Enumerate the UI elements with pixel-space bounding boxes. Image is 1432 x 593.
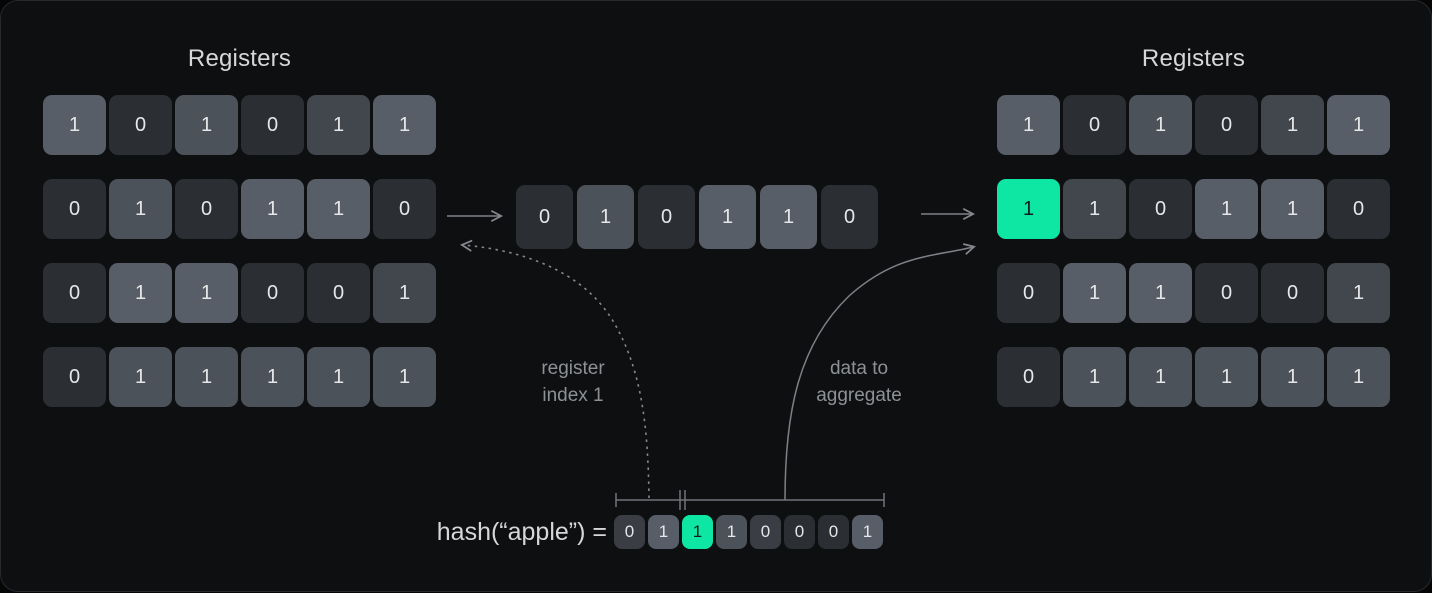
register-cell: 0 bbox=[1261, 263, 1324, 323]
register-cell: 1 bbox=[1129, 95, 1192, 155]
register-cell: 1 bbox=[1063, 179, 1126, 239]
hash-bit-cell: 0 bbox=[614, 515, 645, 549]
hash-bit-cell: 1 bbox=[682, 515, 713, 549]
register-cell: 1 bbox=[1129, 263, 1192, 323]
register-cell: 0 bbox=[175, 179, 238, 239]
register-cell: 0 bbox=[1195, 263, 1258, 323]
register-cell: 1 bbox=[1063, 263, 1126, 323]
register-cell: 0 bbox=[1327, 179, 1390, 239]
register-cell: 1 bbox=[1261, 179, 1324, 239]
hash-bit-cell: 0 bbox=[750, 515, 781, 549]
register-cell: 1 bbox=[109, 347, 172, 407]
register-cell: 1 bbox=[373, 95, 436, 155]
register-cell: 1 bbox=[997, 95, 1060, 155]
register-cell: 1 bbox=[307, 179, 370, 239]
register-cell: 0 bbox=[109, 95, 172, 155]
middle-bit-cell: 1 bbox=[760, 185, 817, 249]
hash-bit-cell: 0 bbox=[818, 515, 849, 549]
register-cell: 0 bbox=[241, 263, 304, 323]
register-index-label: register index 1 bbox=[541, 358, 605, 406]
register-cell: 1 bbox=[373, 347, 436, 407]
register-cell: 1 bbox=[1063, 347, 1126, 407]
hash-bit-cell: 0 bbox=[784, 515, 815, 549]
register-cell: 0 bbox=[1063, 95, 1126, 155]
register-cell: 0 bbox=[43, 179, 106, 239]
register-cell: 1 bbox=[175, 95, 238, 155]
right-registers-title: Registers bbox=[1141, 45, 1246, 72]
register-cell: 1 bbox=[175, 263, 238, 323]
hash-bracket bbox=[615, 490, 885, 510]
register-cell: 1 bbox=[307, 347, 370, 407]
register-cell: 1 bbox=[1195, 179, 1258, 239]
register-cell: 1 bbox=[175, 347, 238, 407]
register-cell: 1 bbox=[43, 95, 106, 155]
register-cell: 1 bbox=[1129, 347, 1192, 407]
register-cell: 1 bbox=[1261, 347, 1324, 407]
middle-bit-cell: 1 bbox=[699, 185, 756, 249]
register-cell: 1 bbox=[997, 179, 1060, 239]
register-cell: 0 bbox=[997, 263, 1060, 323]
register-cell: 1 bbox=[109, 263, 172, 323]
register-cell: 1 bbox=[241, 347, 304, 407]
hash-bit-cell: 1 bbox=[648, 515, 679, 549]
hash-bit-cell: 1 bbox=[716, 515, 747, 549]
register-cell: 0 bbox=[1195, 95, 1258, 155]
register-cell: 0 bbox=[241, 95, 304, 155]
register-cell: 1 bbox=[1327, 263, 1390, 323]
register-cell: 0 bbox=[1129, 179, 1192, 239]
hash-expression: hash(“apple”) = bbox=[436, 518, 607, 546]
register-cell: 0 bbox=[43, 347, 106, 407]
register-cell: 1 bbox=[109, 179, 172, 239]
register-cell: 1 bbox=[373, 263, 436, 323]
register-cell: 1 bbox=[1327, 95, 1390, 155]
register-cell: 0 bbox=[373, 179, 436, 239]
middle-bit-cell: 1 bbox=[577, 185, 634, 249]
hash-bit-cell: 1 bbox=[852, 515, 883, 549]
register-cell: 1 bbox=[307, 95, 370, 155]
data-to-aggregate-label: data to aggregate bbox=[816, 358, 902, 406]
middle-bit-cell: 0 bbox=[821, 185, 878, 249]
register-cell: 1 bbox=[241, 179, 304, 239]
left-registers-title: Registers bbox=[187, 45, 292, 72]
register-cell: 1 bbox=[1327, 347, 1390, 407]
middle-bit-cell: 0 bbox=[516, 185, 573, 249]
register-cell: 0 bbox=[307, 263, 370, 323]
register-cell: 1 bbox=[1261, 95, 1324, 155]
register-cell: 0 bbox=[43, 263, 106, 323]
middle-bit-cell: 0 bbox=[638, 185, 695, 249]
register-cell: 0 bbox=[997, 347, 1060, 407]
register-cell: 1 bbox=[1195, 347, 1258, 407]
